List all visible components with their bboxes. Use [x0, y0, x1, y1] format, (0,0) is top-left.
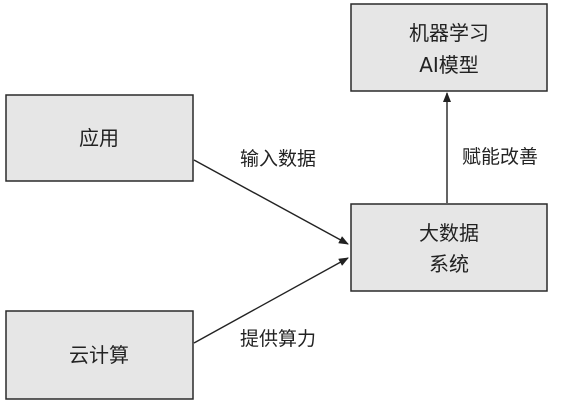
arrow-application-to-big-data: [193, 159, 349, 245]
node-big-data-system-label-line2: 系统: [429, 252, 469, 276]
arrow-cloud-to-big-data: [193, 257, 349, 344]
edge-empower-label: 赋能改善: [462, 146, 538, 168]
node-cloud-computing: 云计算: [5, 310, 194, 400]
node-application-label: 应用: [79, 126, 119, 150]
edge-input-data-label: 输入数据: [240, 148, 316, 170]
node-ml-ai-model-label-line2: AI模型: [419, 53, 479, 77]
node-ml-ai-model-label-line1: 机器学习: [409, 21, 489, 45]
node-application-box: [5, 94, 194, 182]
node-cloud-computing-box: [5, 310, 194, 400]
node-application: 应用: [5, 94, 194, 182]
node-ml-ai-model-box: [350, 3, 548, 92]
node-cloud-computing-label: 云计算: [69, 343, 129, 367]
node-big-data-system: 大数据 系统: [350, 203, 548, 292]
node-ml-ai-model: 机器学习 AI模型: [350, 3, 548, 92]
node-big-data-system-box: [350, 203, 548, 292]
edge-provide-compute-label: 提供算力: [240, 328, 316, 350]
node-big-data-system-label-line1: 大数据: [419, 221, 479, 245]
